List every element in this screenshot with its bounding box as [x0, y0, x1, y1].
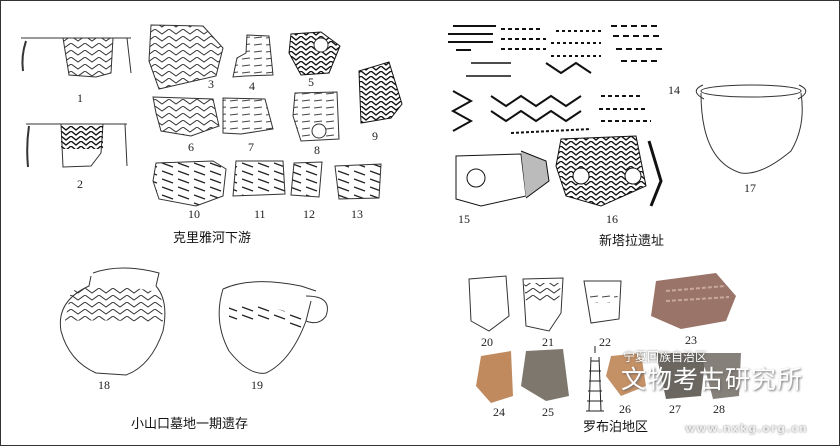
figure-number: 8 — [314, 143, 320, 157]
sherd-3 — [148, 24, 224, 90]
figure-number: 10 — [188, 207, 200, 221]
figure-number: 11 — [254, 207, 266, 221]
sherd-13 — [334, 163, 382, 200]
figure-number: 15 — [458, 212, 470, 226]
figure-number: 2 — [77, 177, 83, 191]
sherd-5 — [288, 31, 341, 76]
figure-number: 14 — [668, 83, 680, 97]
vessel-17 — [695, 84, 807, 174]
figure-number: 22 — [599, 335, 611, 349]
figure-number: 17 — [744, 181, 756, 195]
sherd-10 — [152, 160, 227, 207]
sherd-16 — [555, 135, 647, 207]
sherd-23 — [651, 273, 736, 329]
sherd-6 — [152, 96, 220, 137]
figure-number: 12 — [303, 207, 315, 221]
sherd-22 — [583, 280, 622, 324]
figure-number: 3 — [208, 77, 214, 91]
figure-number: 5 — [308, 75, 314, 89]
sherd-12 — [290, 161, 323, 198]
sherd-group-14 — [448, 25, 666, 134]
figure-number: 27 — [669, 402, 681, 416]
vessel-18 — [59, 267, 166, 376]
sherd-28 — [701, 353, 741, 399]
figure-number: 25 — [542, 405, 554, 419]
figure-number: 23 — [685, 333, 697, 347]
caption-xiaoshankou: 小山口墓地一期遗存 — [131, 417, 249, 432]
vessel-19 — [218, 281, 328, 374]
figure-number: 16 — [606, 212, 618, 226]
figure-number: 19 — [251, 378, 263, 392]
figure-number: 28 — [713, 402, 725, 416]
figure-number: 4 — [249, 79, 255, 93]
figure-number: 6 — [188, 140, 194, 154]
sherd-2 — [26, 123, 128, 168]
figure-number: 13 — [351, 207, 363, 221]
caption-lopnur: 罗布泊地区 — [583, 420, 649, 435]
caption-keriya: 克里雅河下游 — [173, 231, 252, 246]
sherd-25 — [521, 349, 569, 401]
watermark-url: www.nxkg.org.cn — [685, 422, 808, 435]
figure-number: 20 — [481, 335, 493, 349]
sherd-20 — [468, 275, 510, 332]
sherd-21 — [522, 277, 564, 332]
figure-number: 1 — [77, 91, 83, 105]
sherd-24 — [476, 351, 513, 403]
sherd-27 — [656, 353, 706, 399]
figure-number: 24 — [493, 405, 505, 419]
pagoda-icon — [586, 346, 604, 412]
figure-number: 18 — [98, 378, 110, 392]
sherd-11 — [232, 160, 286, 197]
sherd-1 — [21, 37, 132, 78]
figure-number: 9 — [372, 129, 378, 143]
sherd-26 — [606, 353, 646, 396]
figure-number: 21 — [542, 335, 554, 349]
sherd-7 — [222, 97, 274, 135]
watermark-institution-name: 文物考古研究所 — [621, 365, 804, 394]
sherd-9 — [358, 61, 403, 124]
figure-number: 7 — [248, 140, 254, 154]
figure-number: 26 — [619, 402, 631, 416]
sherd-4 — [232, 34, 274, 78]
sherd-8 — [292, 91, 340, 142]
sherd-15 — [455, 153, 527, 207]
watermark-institution-region: 宁夏回族自治区 — [623, 350, 708, 364]
caption-xintala: 新塔拉遗址 — [599, 234, 665, 249]
